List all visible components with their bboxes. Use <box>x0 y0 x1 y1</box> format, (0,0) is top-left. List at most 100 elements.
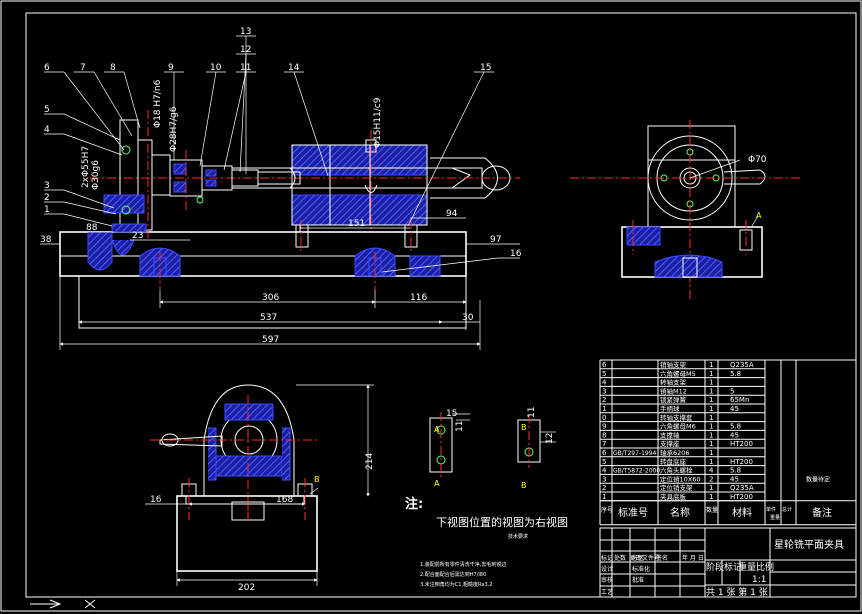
bom-row-std: GB/T297-1994 <box>613 450 657 457</box>
title-block-weight: 重量 <box>738 561 756 573</box>
bom-row-mat: Q235A <box>730 484 754 492</box>
bom-row-mat: HT200 <box>730 440 753 448</box>
bom-row-mat: 45 <box>730 405 739 413</box>
balloon-11: 11 <box>240 63 251 73</box>
bom-row-mat: 5 <box>730 387 734 395</box>
balloon-12: 12 <box>240 45 251 55</box>
bom-row-mat: 5.8 <box>730 423 741 431</box>
bom-row-qty: 1 <box>709 361 713 369</box>
bom-row-qty: 1 <box>709 396 713 404</box>
balloon-5: 5 <box>44 105 50 115</box>
bom-row-name: 手柄球 <box>660 404 680 413</box>
bom-row-qty: 1 <box>709 458 713 466</box>
bom-row-name: 定位销10X60 <box>660 474 701 483</box>
bom-row-name: 定位销支架 <box>660 483 693 492</box>
balloon-2: 2 <box>44 193 50 203</box>
balloon-10: 10 <box>210 63 222 73</box>
bottom-dimensions <box>145 384 374 586</box>
bom-row-qty: 2 <box>709 475 713 483</box>
fit-d: Φ15H11/c9 <box>373 97 383 148</box>
fit-c: Φ28H7/g6 <box>169 106 179 152</box>
fit-a2: Φ30g6 <box>91 160 101 190</box>
bom-row-name: 支撑座 <box>660 439 680 448</box>
dim-214: 214 <box>365 453 375 470</box>
bom-row-no: 9 <box>602 423 606 431</box>
bom-row-name: 销轴M12 <box>660 386 687 395</box>
bom-header-std: 标准号 <box>618 507 648 519</box>
bom-row-no: 5 <box>602 370 606 378</box>
bom-row-no: 7 <box>602 440 606 448</box>
bom-row-qty: 1 <box>709 405 713 413</box>
bom-row-qty: 1 <box>709 431 713 439</box>
title-block <box>599 527 857 598</box>
title-block-sign: 签名 <box>656 554 668 562</box>
note-item-1: 1.装配前所有零件清洗干净,去毛刺锐边 <box>420 561 506 568</box>
bom-row-no: 4 <box>602 379 607 387</box>
title-block-count: 处数 <box>614 554 626 562</box>
bom-row-qty: 1 <box>709 423 713 431</box>
bom-row-remark: 数量待定 <box>806 475 830 483</box>
balloon-8: 8 <box>110 63 116 73</box>
title-block-change: 更改文件号 <box>630 554 660 562</box>
dim-116: 116 <box>410 293 427 303</box>
bom-row-no: 5 <box>602 458 606 466</box>
bom-row-name: 销轴支架 <box>660 360 687 369</box>
bom-row-no: 1 <box>602 493 606 501</box>
bom-row-no: 4 <box>602 467 607 475</box>
bom-row-qty: 1 <box>709 493 713 501</box>
title-block-ratio: 比例 <box>756 561 774 573</box>
title-block-process: 工艺 <box>601 588 613 596</box>
bom-row-mat: HT200 <box>730 493 753 501</box>
bom-header-name: 名称 <box>670 506 690 519</box>
front-dimensions <box>40 217 520 350</box>
bom-row-mat: HT200 <box>730 458 753 466</box>
detail-dim-15: 15 <box>446 409 457 419</box>
title-block-stage: 阶段标记 <box>706 561 742 573</box>
inner-frame <box>25 12 857 598</box>
dim-94: 94 <box>446 209 458 219</box>
dim-97: 97 <box>490 235 501 245</box>
bom-row-qty: 4 <box>709 467 714 475</box>
dim-38: 38 <box>40 235 52 245</box>
bom-row-name: 锁紧弹簧 <box>660 395 687 404</box>
dim-151: 151 <box>348 219 365 229</box>
dim-30: 30 <box>462 313 474 323</box>
bom-row-qty: 1 <box>709 387 713 395</box>
bom-row-qty: 1 <box>709 379 713 387</box>
fit-a: 2xΦ55H7 <box>81 146 91 188</box>
title-block-title: 星轮铣平面夹具 <box>774 538 844 551</box>
dim-597: 597 <box>262 335 279 345</box>
title-block-date: 年 月 日 <box>682 554 704 562</box>
bom-header-qty: 数量 <box>706 506 718 514</box>
dim-23: 23 <box>132 231 143 241</box>
dim-168: 168 <box>276 495 293 505</box>
detail-label-B-bottom: B <box>521 481 527 490</box>
dim-phi70: Φ70 <box>748 155 767 165</box>
detail-views <box>429 412 556 478</box>
detail-dim-11: 11 <box>455 421 465 432</box>
bom-row-mat: Q235A <box>730 361 754 369</box>
bom-header-no: 序号 <box>601 506 613 514</box>
label-A-side: A <box>756 211 762 220</box>
bom-row-name: 转盘底座 <box>660 457 687 466</box>
title-block-sheets: 共 1 张 第 1 张 <box>706 586 768 598</box>
title-block-approve: 批准 <box>632 576 644 584</box>
detail-dim-11b: 11 <box>527 407 537 418</box>
bom-header-total: 总计 <box>782 506 792 513</box>
bom-row-qty: 1 <box>709 440 713 448</box>
bom-row-qty: 1 <box>709 449 713 457</box>
bom-row-qty: 1 <box>709 370 713 378</box>
bom-row-no: 3 <box>602 387 606 395</box>
note-small: 技术要求 <box>508 533 528 540</box>
detail-label-A-top: A <box>434 425 440 434</box>
dim-306: 306 <box>262 293 279 303</box>
balloon-15: 15 <box>480 63 491 73</box>
bom-row-mat: 5.8 <box>730 370 741 378</box>
side-view <box>570 120 800 300</box>
bottom-view <box>150 384 320 572</box>
bom-row-no: 3 <box>602 475 606 483</box>
dim-537: 537 <box>260 313 277 323</box>
title-block-design: 设计 <box>601 565 613 573</box>
bom-row-name: 六角头螺栓 <box>660 466 693 475</box>
